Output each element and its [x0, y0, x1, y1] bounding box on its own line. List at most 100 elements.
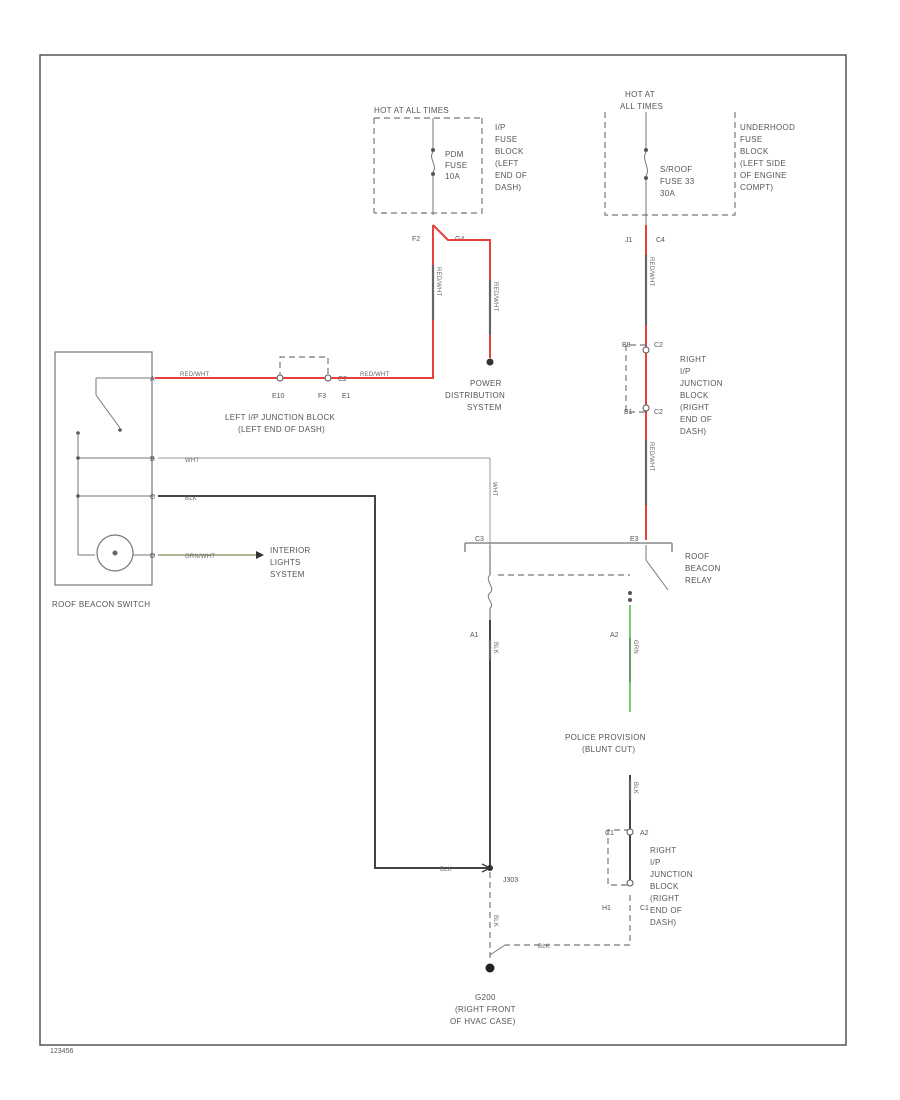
underhood-dashed-box: [604, 112, 736, 216]
pin-b1: B1: [624, 409, 633, 416]
wire-label-red-power: RED/WHT: [492, 282, 498, 312]
green-wire-terminal: [628, 598, 632, 602]
wht-wire-to-relay: [158, 457, 491, 545]
pin-b8: B8: [622, 342, 631, 349]
lamp-filament-icon: [112, 550, 118, 556]
top-fuse-block-label: BLOCK: [495, 147, 524, 156]
wire-label-grn-wht: GRN/WHT: [185, 554, 215, 560]
wire-label-red-underhood: RED/WHT: [648, 257, 654, 287]
underhood-fuse-name: FUSE 33: [660, 177, 695, 186]
wire-label-red-mid: RED/WHT: [360, 372, 390, 378]
right-junction-upper-label: JUNCTION: [680, 379, 723, 388]
underhood-fuse-element: [644, 151, 648, 177]
pin-a2: A2: [640, 830, 649, 837]
underhood-block-label: OF ENGINE: [740, 171, 787, 180]
relay-pin-e3: E3: [630, 536, 639, 543]
relay-coil-icon: [487, 574, 493, 609]
right-junction-lower-dashed: [607, 829, 630, 886]
top-fuse-dashed-box: [373, 117, 483, 214]
blk-dashed-ground-wire: [505, 895, 631, 946]
left-junction-terminal: [324, 374, 332, 382]
right-ip-junction-block-upper: B8 C2 B1 C2 RIGHT I/P JUNCTION BLOCK (RI…: [622, 342, 723, 436]
top-fuse-block-label: DASH): [495, 183, 521, 192]
right-junction-lower-label: (RIGHT: [650, 894, 679, 903]
wire-label-blk-ground-h: BLK: [538, 944, 550, 950]
underhood-fuse-terminal: [644, 148, 648, 152]
splice-label: J303: [503, 877, 518, 884]
wire-label-blk-relay: BLK: [492, 642, 498, 654]
blk-wire-to-splice: [158, 495, 490, 869]
left-junction-subtitle: (LEFT END OF DASH): [238, 425, 325, 434]
ground-label: G200: [475, 993, 496, 1002]
underhood-header: ALL TIMES: [620, 102, 663, 111]
top-fuse-header: HOT AT ALL TIMES: [374, 106, 449, 115]
right-junction-lower-label: JUNCTION: [650, 870, 693, 879]
underhood-fuse-block: HOT AT ALL TIMES S/ROOF FUSE 33 30A UNDE…: [604, 90, 795, 244]
pin-j1: J1: [625, 237, 633, 244]
right-junction-upper-label: I/P: [680, 367, 691, 376]
right-junction-upper-label: BLOCK: [680, 391, 709, 400]
underhood-block-label: UNDERHOOD: [740, 123, 795, 132]
relay-contact-blade: [645, 559, 669, 591]
junction-terminal: [642, 404, 650, 412]
diagram-frame: [39, 54, 847, 1046]
right-junction-lower-label: I/P: [650, 858, 661, 867]
underhood-block-label: COMPT): [740, 183, 773, 192]
underhood-fuse-terminal-2: [644, 176, 648, 180]
top-fuse-element: [431, 151, 435, 173]
interior-lights-label: INTERIOR: [270, 546, 311, 555]
wire-label-red-lower: RED/WHT: [648, 442, 654, 472]
power-distribution-label: POWER: [470, 379, 502, 388]
wire-label-blk-ground-v: BLK: [492, 915, 498, 927]
junction-terminal: [626, 828, 634, 836]
red-wire-to-switch: [155, 225, 434, 379]
top-fuse-block-label: FUSE: [495, 135, 518, 144]
underhood-block-label: BLOCK: [740, 147, 769, 156]
pin-c4: C4: [656, 237, 665, 244]
wire-label-green: GRN: [632, 640, 638, 654]
wire-label-red-vertical: RED/WHT: [435, 267, 441, 297]
ground-link: [489, 944, 506, 956]
roof-beacon-switch: A B C D ROOF BEACON SWITCH: [52, 351, 155, 609]
switch-pin-a: A: [150, 376, 155, 383]
relay-title: ROOF: [685, 552, 709, 561]
relay-contact-terminal: [628, 591, 632, 595]
switch-pin-b: B: [150, 456, 155, 463]
switch-pin-d: D: [150, 553, 155, 560]
underhood-block-label: FUSE: [740, 135, 763, 144]
underhood-fuse-rating: 30A: [660, 189, 675, 198]
right-junction-lower-label: RIGHT: [650, 846, 676, 855]
relay-pin-a1: A1: [470, 632, 479, 639]
switch-housing: [54, 351, 153, 586]
top-fuse-block-label: (LEFT: [495, 159, 519, 168]
power-distribution-label: SYSTEM: [467, 403, 502, 412]
left-junction-title: LEFT I/P JUNCTION BLOCK: [225, 413, 336, 422]
left-junction-dashed-box: [279, 356, 329, 378]
right-junction-upper-label: END OF: [680, 415, 712, 424]
left-ip-junction-block: E10 F3 C2 E1 LEFT I/P JUNCTION BLOCK (LE…: [225, 356, 351, 434]
right-junction-lower-label: DASH): [650, 918, 676, 927]
right-ip-junction-block-lower: C1 A2 H1 C1 RIGHT I/P JUNCTION BLOCK (RI…: [602, 828, 693, 927]
interior-lights-label: SYSTEM: [270, 570, 305, 579]
switch-pivot: [118, 428, 122, 432]
wire-label-blk-pp: BLK: [632, 782, 638, 794]
wire-label-blk-splice: BLK: [440, 867, 452, 873]
top-fuse-terminal: [431, 148, 435, 152]
ground-label: OF HVAC CASE): [450, 1017, 516, 1026]
left-junction-terminal: [276, 374, 284, 382]
relay-pin-c3: C3: [475, 536, 484, 543]
underhood-header: HOT AT: [625, 90, 655, 99]
ground-icon: [485, 963, 495, 973]
pin-e1: E1: [342, 393, 351, 400]
wire-label-blk: BLK: [185, 496, 197, 502]
ground-label: (RIGHT FRONT: [455, 1005, 516, 1014]
right-junction-upper-label: (RIGHT: [680, 403, 709, 412]
switch-node: [76, 494, 80, 498]
pin-c1: C1: [640, 905, 649, 912]
junction-terminal: [626, 879, 634, 887]
interior-lights-label: LIGHTS: [270, 558, 301, 567]
pin-e10: E10: [272, 393, 285, 400]
right-junction-upper-label: DASH): [680, 427, 706, 436]
pin-f2: F2: [412, 236, 420, 243]
switch-node: [76, 456, 80, 460]
